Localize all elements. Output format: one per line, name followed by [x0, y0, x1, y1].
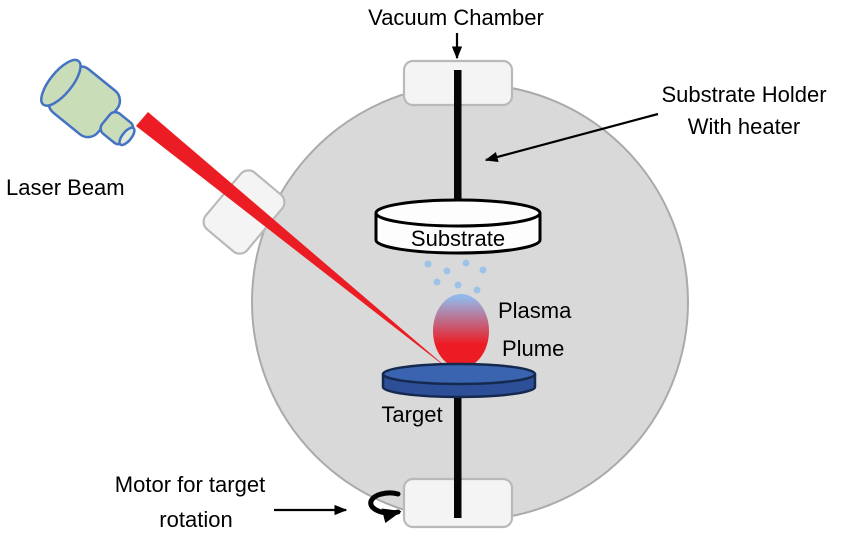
target-disk-top [381, 362, 537, 386]
laser-beam-ray [136, 112, 452, 372]
substrate-holder-top [374, 198, 542, 228]
laser-beam-label: Laser Beam [6, 175, 125, 200]
substrate-holder-label-line2: With heater [688, 114, 801, 139]
laser-aperture [118, 126, 136, 147]
substrate-rod [454, 70, 462, 216]
rotation-arrow-icon [368, 490, 402, 523]
laser-source [40, 58, 136, 147]
substrate-holder-label-line1: Substrate Holder [661, 82, 826, 107]
motor-label-line2: rotation [159, 507, 232, 532]
plasma-plume-label-line1: Plasma [498, 298, 572, 323]
particle [473, 286, 481, 294]
motor-label-line1: Motor for target [115, 472, 265, 497]
laser-back-cap [40, 58, 82, 107]
particle [443, 267, 451, 275]
substrate-holder-arrow [484, 112, 659, 163]
substrate-label: Substrate [411, 226, 505, 251]
target-rod [454, 380, 462, 518]
plasma-plume [433, 294, 489, 368]
particle [462, 259, 470, 267]
target-label: Target [381, 402, 442, 427]
particle [479, 266, 487, 274]
deposition-particles [424, 259, 487, 294]
particle [433, 278, 441, 286]
vacuum-chamber-label: Vacuum Chamber [368, 5, 544, 30]
particle [454, 281, 462, 289]
laser-window-port [202, 169, 286, 255]
plasma-plume-label-line2: Plume [502, 336, 564, 361]
particle [424, 260, 432, 268]
